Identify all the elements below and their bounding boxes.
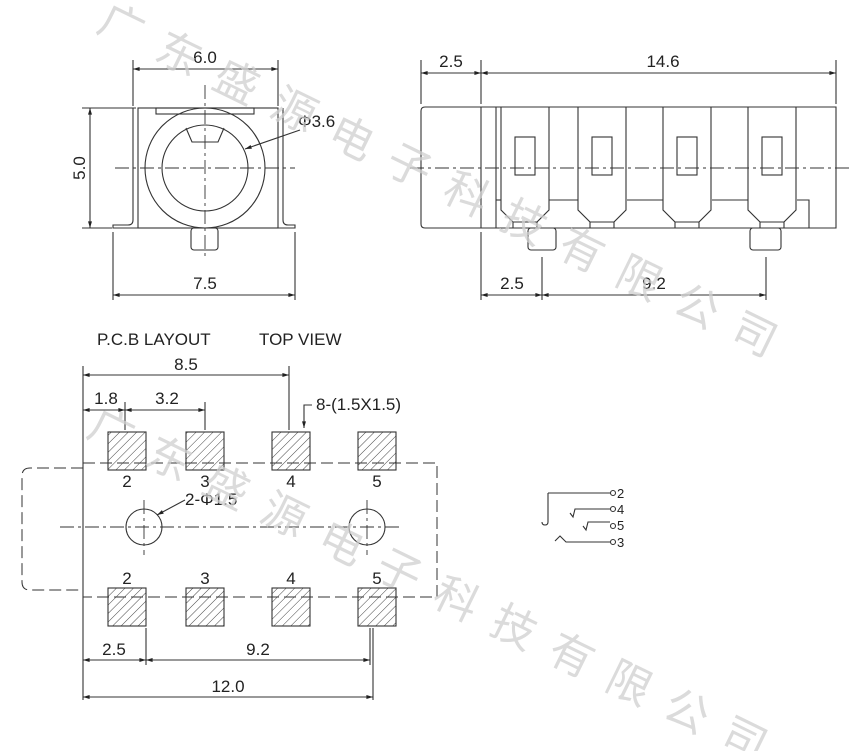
length-dim: 14.6 (646, 52, 679, 71)
diameter-dim: Φ3.6 (298, 112, 335, 131)
schematic-pin-label: 3 (617, 535, 624, 550)
pad-label: 2 (122, 569, 131, 588)
smd-pad (107, 587, 147, 627)
smd-pad (357, 587, 397, 627)
watermark: 广东盛源电子科技有限公司 (80, 399, 793, 751)
pin-offset-dim: 2.5 (500, 274, 524, 293)
pad-label: 3 (200, 569, 209, 588)
contact-window (591, 136, 613, 176)
smd-pad (107, 431, 147, 471)
side-view: 2.5 14.6 2.5 9.2 (410, 52, 851, 300)
pad-note: 8-(1.5X1.5) (316, 395, 401, 414)
overall-dim: 7.5 (193, 274, 217, 293)
schematic-pin-label: 5 (617, 518, 624, 533)
first-dim: 1.8 (94, 389, 118, 408)
smd-pad (357, 431, 397, 471)
hole-pitch-dim: 9.2 (246, 640, 270, 659)
smd-pad (185, 587, 225, 627)
pcb-subtitle: TOP VIEW (259, 330, 342, 349)
pad-label: 3 (200, 472, 209, 491)
pcb-layout: P.C.B LAYOUT TOP VIEW 8.5 1.8 3.2 8-(1.5… (21, 330, 438, 700)
contact-terminal (500, 107, 550, 228)
pad-label: 2 (122, 472, 131, 491)
offset-dim: 2.5 (439, 52, 463, 71)
contact-terminal (662, 107, 712, 228)
span-dim: 8.5 (174, 355, 198, 374)
contact-terminal (577, 107, 627, 228)
smd-pad (271, 587, 311, 627)
schematic-pin-label: 2 (617, 486, 624, 501)
contact-window (676, 136, 698, 176)
pitch-dim: 3.2 (155, 389, 179, 408)
schematic-pin-label: 4 (617, 502, 624, 517)
pad-label: 5 (372, 569, 381, 588)
hole-note: 2-Φ1.5 (185, 490, 237, 509)
pad-label: 4 (286, 569, 295, 588)
schematic: 2 4 5 3 (541, 486, 624, 550)
hole-offset-dim: 2.5 (102, 640, 126, 659)
contact-window (761, 136, 783, 176)
pin-pitch-dim: 9.2 (642, 274, 666, 293)
smd-pad (271, 431, 311, 471)
pad-label: 5 (372, 472, 381, 491)
pcb-title: P.C.B LAYOUT (97, 330, 211, 349)
smd-pad (185, 431, 225, 471)
width-dim: 6.0 (193, 48, 217, 67)
contact-window (514, 136, 536, 176)
total-dim: 12.0 (211, 677, 244, 696)
height-dim: 5.0 (70, 156, 89, 180)
pad-label: 4 (286, 472, 295, 491)
contact-terminal (747, 107, 797, 228)
front-view: 6.0 5.0 Φ3.6 7.5 (70, 48, 335, 300)
